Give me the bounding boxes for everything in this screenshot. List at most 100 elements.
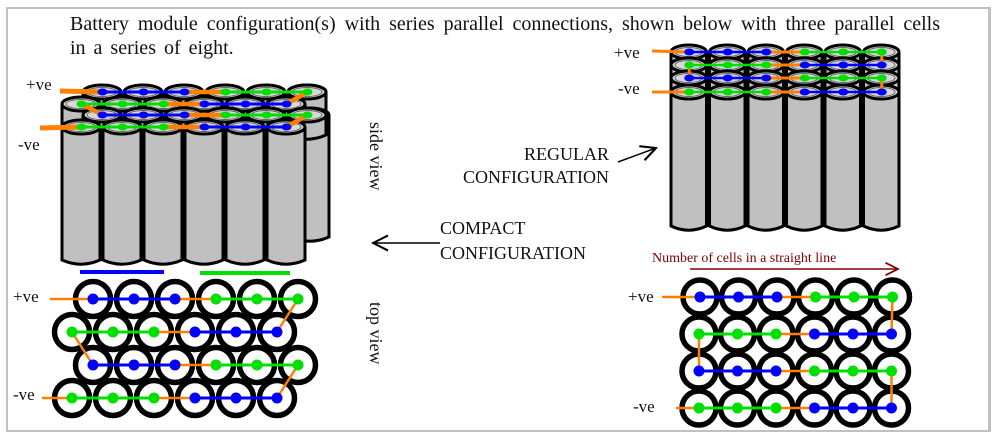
cell-terminal <box>281 100 292 108</box>
regular-label-line1: REGULAR <box>524 144 609 164</box>
cell-terminal <box>189 392 201 404</box>
cell-terminal <box>138 111 149 119</box>
cell-terminal <box>838 88 849 96</box>
compact-label-line2: CONFIGURATION <box>440 243 586 263</box>
cell-body <box>224 127 266 266</box>
cell-terminal <box>76 100 87 108</box>
regular-side-pos-label: +ve <box>614 43 640 62</box>
cell-terminal <box>732 402 743 414</box>
cell-terminal <box>693 328 705 340</box>
cell-terminal <box>107 326 119 338</box>
cell-terminal <box>271 392 283 404</box>
cell-terminal <box>838 48 849 56</box>
cell-body <box>142 127 184 266</box>
cell-terminal <box>302 111 313 119</box>
series-link <box>275 298 300 333</box>
cell-terminal <box>887 291 898 303</box>
cell-terminal <box>838 61 849 69</box>
cell-terminal <box>97 88 108 96</box>
cell-terminal <box>128 293 140 305</box>
cell-terminal <box>138 88 149 96</box>
compact-label-line1: COMPACT <box>440 218 525 238</box>
cell-terminal <box>761 48 772 56</box>
series-link <box>275 364 300 399</box>
cell-terminal <box>684 88 695 96</box>
cell-terminal <box>87 359 99 371</box>
top-view-label: top view <box>366 302 386 365</box>
cell-terminal <box>761 61 772 69</box>
cell-terminal <box>271 326 283 338</box>
cell-terminal <box>684 74 695 82</box>
cell-terminal <box>732 365 743 377</box>
negative-lead <box>39 124 82 131</box>
cell-terminal <box>732 328 743 340</box>
cell-terminal <box>117 123 128 131</box>
cell-terminal <box>158 123 169 131</box>
figure-caption: Battery module configuration(s) with ser… <box>70 13 940 59</box>
cell-terminal <box>148 326 160 338</box>
cell-body <box>669 92 708 232</box>
cell-terminal <box>886 328 897 340</box>
cell-terminal <box>770 365 782 377</box>
cell-body <box>746 92 785 232</box>
cell-terminal <box>848 291 860 303</box>
cell-terminal <box>76 123 87 131</box>
cell-terminal <box>876 48 887 56</box>
cell-terminal <box>694 291 706 303</box>
cell-terminal <box>722 61 733 69</box>
cell-terminal <box>169 293 181 305</box>
cell-terminal <box>733 291 744 303</box>
cell-terminal <box>771 291 783 303</box>
regular-top-neg-label: -ve <box>633 397 655 416</box>
cell-terminal <box>179 111 190 119</box>
series-link <box>70 331 95 366</box>
cell-terminal <box>847 365 859 377</box>
cell-body <box>265 127 307 266</box>
cell-terminal <box>886 402 897 414</box>
cell-body <box>60 127 102 266</box>
cell-terminal <box>770 402 782 414</box>
cell-terminal <box>302 88 313 96</box>
cell-terminal <box>158 100 169 108</box>
cell-terminal <box>847 402 859 414</box>
cell-terminal <box>97 111 108 119</box>
cell-terminal <box>292 359 304 371</box>
cell-terminal <box>876 74 887 82</box>
cell-terminal <box>761 88 772 96</box>
regular-arrow <box>617 148 656 163</box>
compact-side-neg-label: -ve <box>18 135 40 154</box>
positive-lead <box>59 88 103 95</box>
cell-terminal <box>809 402 820 414</box>
regular-side-neg-label: -ve <box>618 79 640 98</box>
cell-terminal <box>261 111 272 119</box>
cell-terminal <box>722 88 733 96</box>
cell-terminal <box>220 88 231 96</box>
cell-terminal <box>220 111 231 119</box>
cell-terminal <box>87 293 99 305</box>
cell-terminal <box>230 392 242 404</box>
cell-terminal <box>761 74 772 82</box>
cell-body <box>785 92 824 232</box>
cell-terminal <box>799 61 810 69</box>
cell-body <box>101 127 143 266</box>
cell-terminal <box>199 100 210 108</box>
cell-terminal <box>128 359 140 371</box>
cell-terminal <box>281 123 292 131</box>
cell-terminal <box>292 293 304 305</box>
side-view-label: side view <box>366 122 386 190</box>
cell-terminal <box>876 88 887 96</box>
cells-in-line-label: Number of cells in a straight line <box>652 251 836 266</box>
compact-top-view <box>42 278 319 419</box>
regular-top-pos-label: +ve <box>628 287 654 306</box>
cell-body <box>862 92 901 232</box>
regular-label-line2: CONFIGURATION <box>463 167 609 187</box>
cell-terminal <box>693 365 705 377</box>
regular-side-view <box>651 43 901 232</box>
cell-terminal <box>838 74 849 82</box>
cell-terminal <box>809 328 820 340</box>
cell-terminal <box>66 392 78 404</box>
cell-terminal <box>210 293 222 305</box>
cell-terminal <box>251 293 263 305</box>
cell-terminal <box>117 100 128 108</box>
